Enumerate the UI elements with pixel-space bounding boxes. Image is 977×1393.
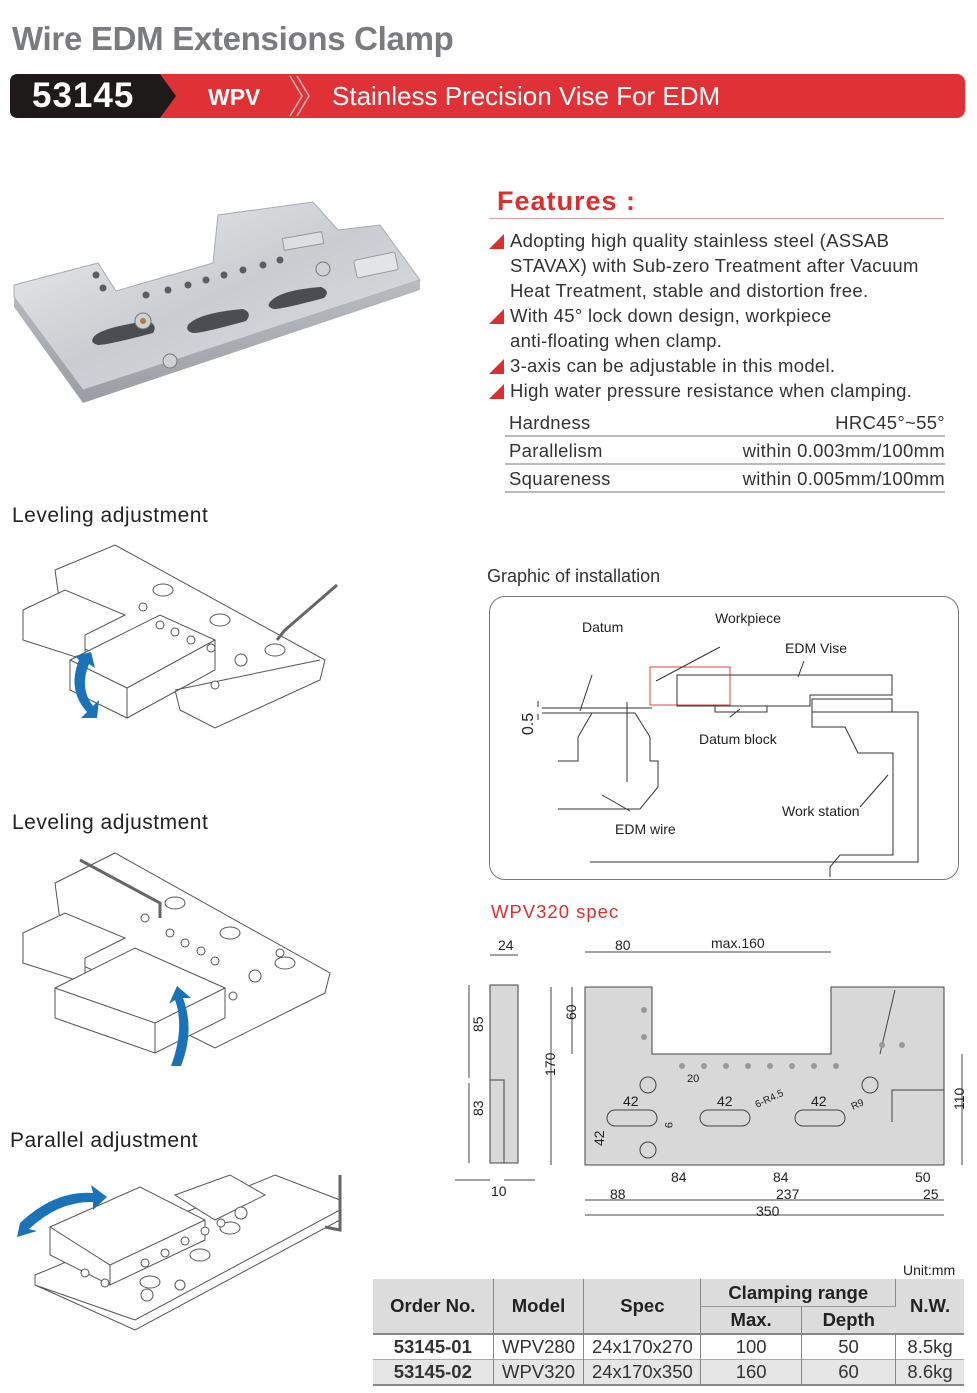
- header-order-no: Order No.: [373, 1279, 494, 1334]
- header-model: Model: [493, 1279, 585, 1334]
- dim-jaw-depth: 60: [563, 1004, 579, 1020]
- features-heading: Features :: [497, 186, 637, 216]
- dim-slot-height: 42: [591, 1130, 607, 1146]
- dim-slot-gap: 9: [662, 1122, 674, 1128]
- dim-pitch: 20: [687, 1073, 699, 1085]
- spec-drawing: 24 85 83 10 80 max.160 170 60 20 42 42 4…: [455, 935, 967, 1219]
- parallel-illustration: [17, 1174, 342, 1331]
- dim-offset: 88: [610, 1186, 626, 1202]
- dim-lower-height: 83: [470, 1100, 486, 1116]
- installation-diagram: Datum Workpiece EDM Vise Datum block Wor…: [489, 596, 959, 880]
- dim-jaw-width: 80: [615, 937, 631, 953]
- banner-shape: [10, 74, 965, 118]
- header-nw: N.W.: [895, 1279, 964, 1334]
- leveling-adjustment-label-2: Leveling adjustment: [12, 811, 209, 834]
- dim-total-height: 170: [542, 1052, 558, 1076]
- label-workpiece: Workpiece: [715, 610, 781, 626]
- feature-item: Adopting high quality stainless steel (A…: [489, 228, 959, 303]
- label-offset: 0.5: [520, 712, 538, 736]
- features-list: Adopting high quality stainless steel (A…: [489, 228, 959, 403]
- cell-nw: 8.5kg: [895, 1333, 964, 1360]
- cell-spec: 24x170x350: [583, 1359, 702, 1386]
- installation-drawing: [537, 646, 919, 877]
- cell-depth: 50: [801, 1333, 897, 1360]
- leveling-illustration-1: [22, 544, 338, 729]
- feature-item: 3-axis can be adjustable in this model.: [489, 353, 959, 378]
- dim-radius-large: R9: [850, 1097, 867, 1113]
- feature-item: With 45° lock down design, workpiece ant…: [489, 303, 850, 353]
- cell-order-no: 53145-02: [373, 1359, 494, 1386]
- parallel-adjustment-label: Parallel adjustment: [10, 1129, 199, 1152]
- cell-model: WPV280: [493, 1333, 585, 1360]
- cell-order-no: 53145-01: [373, 1333, 494, 1360]
- dim-spacing-2: 84: [773, 1169, 789, 1185]
- label-datum-block: Datum block: [699, 731, 777, 747]
- dim-slot-width: 10: [491, 1183, 507, 1199]
- cell-max: 100: [700, 1333, 802, 1360]
- product-banner: 53145 WPV Stainless Precision Vise For E…: [10, 74, 965, 118]
- leveling-adjustment-label-1: Leveling adjustment: [12, 504, 209, 527]
- label-edm-wire: EDM wire: [615, 821, 676, 837]
- dim-foot-offset: 25: [923, 1186, 939, 1202]
- dim-slot-length-1: 42: [623, 1093, 639, 1109]
- dim-span: 237: [776, 1186, 800, 1202]
- dim-total-width: 350: [756, 1203, 780, 1219]
- product-description: Stainless Precision Vise For EDM: [332, 81, 721, 111]
- series-code: WPV: [208, 84, 261, 110]
- feature-item: High water pressure resistance when clam…: [489, 378, 959, 403]
- label-work-station: Work station: [782, 803, 860, 819]
- spec-drawing-heading: WPV320 spec: [491, 901, 620, 922]
- header-depth: Depth: [801, 1306, 896, 1334]
- label-datum: Datum: [582, 619, 624, 635]
- unit-label: Unit:mm: [903, 1262, 956, 1278]
- dim-spacing-1: 84: [671, 1169, 687, 1185]
- cell-spec: 24x170x270: [583, 1333, 702, 1360]
- header-clamping-range: Clamping range: [700, 1279, 897, 1307]
- dim-right-height: 110: [951, 1087, 967, 1110]
- cell-model: WPV320: [493, 1359, 585, 1386]
- bullet-triangle-icon: [489, 309, 504, 324]
- bullet-triangle-icon: [489, 234, 504, 249]
- dim-max-opening: max.160: [711, 935, 765, 951]
- table-row: 53145-01 WPV280 24x170x270 100 50 8.5kg: [373, 1333, 964, 1360]
- dim-slot-length-2: 42: [717, 1093, 733, 1109]
- item-number: 53145: [32, 76, 135, 115]
- dim-upper-height: 85: [470, 1016, 486, 1032]
- bullet-triangle-icon: [489, 359, 504, 374]
- bullet-triangle-icon: [489, 384, 504, 399]
- cell-max: 160: [700, 1359, 802, 1386]
- product-photo: [13, 201, 421, 403]
- header-spec: Spec: [583, 1279, 702, 1334]
- cell-depth: 60: [801, 1359, 897, 1386]
- table-row: 53145-02 WPV320 24x170x350 160 60 8.6kg: [373, 1359, 964, 1386]
- label-edm-vise: EDM Vise: [785, 640, 847, 656]
- features-divider: [489, 218, 944, 219]
- dim-foot-width: 50: [915, 1169, 931, 1185]
- page-title: Wire EDM Extensions Clamp: [12, 20, 454, 57]
- dim-slot-length-3: 42: [811, 1093, 827, 1109]
- order-table: Order No. Model Spec Clamping range N.W.…: [373, 1279, 964, 1386]
- cell-nw: 8.6kg: [895, 1359, 964, 1386]
- dim-thickness: 24: [498, 937, 514, 953]
- installation-heading: Graphic of installation: [487, 566, 661, 586]
- leveling-illustration-2: [22, 852, 331, 1066]
- header-max: Max.: [700, 1306, 802, 1334]
